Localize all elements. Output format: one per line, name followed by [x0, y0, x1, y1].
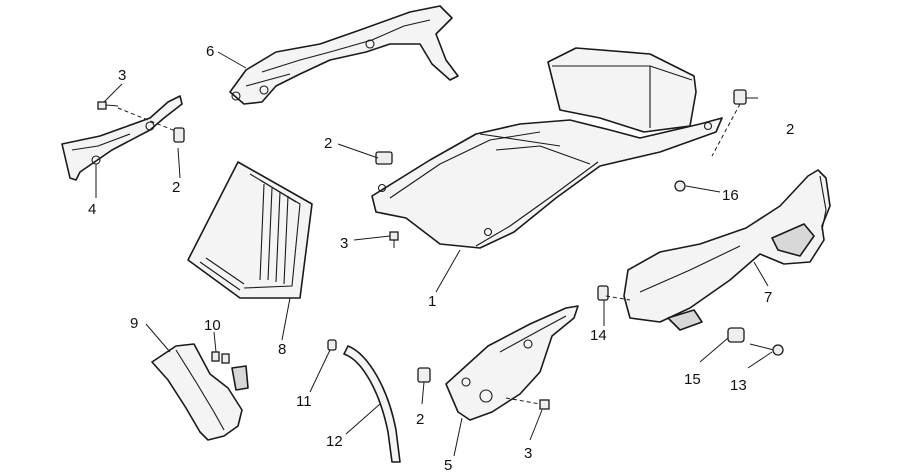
screw-3-lower	[505, 397, 550, 410]
bolt-13	[749, 343, 784, 356]
clip-14	[597, 285, 609, 301]
callout-2-center: 2	[324, 135, 332, 152]
clip-2-right	[733, 89, 747, 105]
callout-12: 12	[326, 433, 343, 450]
callout-14: 14	[590, 327, 607, 344]
callout-1: 1	[428, 293, 436, 310]
callout-3-top-left: 3	[118, 67, 126, 84]
callout-10: 10	[204, 317, 221, 334]
part-7-right-bracket	[623, 169, 831, 331]
callout-13: 13	[730, 377, 747, 394]
callout-5: 5	[444, 457, 452, 474]
part-1-rear-undertray	[371, 47, 723, 249]
callout-2-lower: 2	[416, 411, 424, 428]
callout-4: 4	[88, 201, 96, 218]
callout-9: 9	[130, 315, 138, 332]
leader-lines	[95, 51, 773, 457]
part-6-upper-bracket	[229, 5, 459, 105]
callout-8: 8	[278, 341, 286, 358]
callout-2-left: 2	[172, 179, 180, 196]
bolt-3-left	[97, 101, 119, 110]
callout-15: 15	[684, 371, 701, 388]
clip-2-center	[375, 151, 393, 165]
callout-16: 16	[722, 187, 739, 204]
callout-3-lower: 3	[524, 445, 532, 462]
part-4-side-bracket	[61, 95, 183, 181]
bushing-15	[727, 327, 745, 343]
callout-2-right: 2	[786, 121, 794, 138]
part-9-lower-bracket	[151, 343, 249, 441]
part-11-fitting	[327, 339, 337, 351]
callout-7: 7	[764, 289, 772, 306]
part-8-cover-panel	[187, 161, 313, 299]
clip-2-left	[173, 127, 185, 143]
callout-6: 6	[206, 43, 214, 60]
bolts-10	[211, 351, 230, 364]
clip-2-lower	[417, 367, 431, 383]
part-12-hose	[343, 345, 401, 463]
screw-3-center	[389, 231, 399, 248]
callout-labels: 6 3 2 4 2 3 1 8 2 16 7 14 15 13 9 10 11 …	[88, 43, 794, 474]
callout-3-center: 3	[340, 235, 348, 252]
callout-11: 11	[296, 393, 312, 410]
screw-16	[674, 180, 686, 192]
part-5-lower-bracket	[445, 305, 579, 421]
